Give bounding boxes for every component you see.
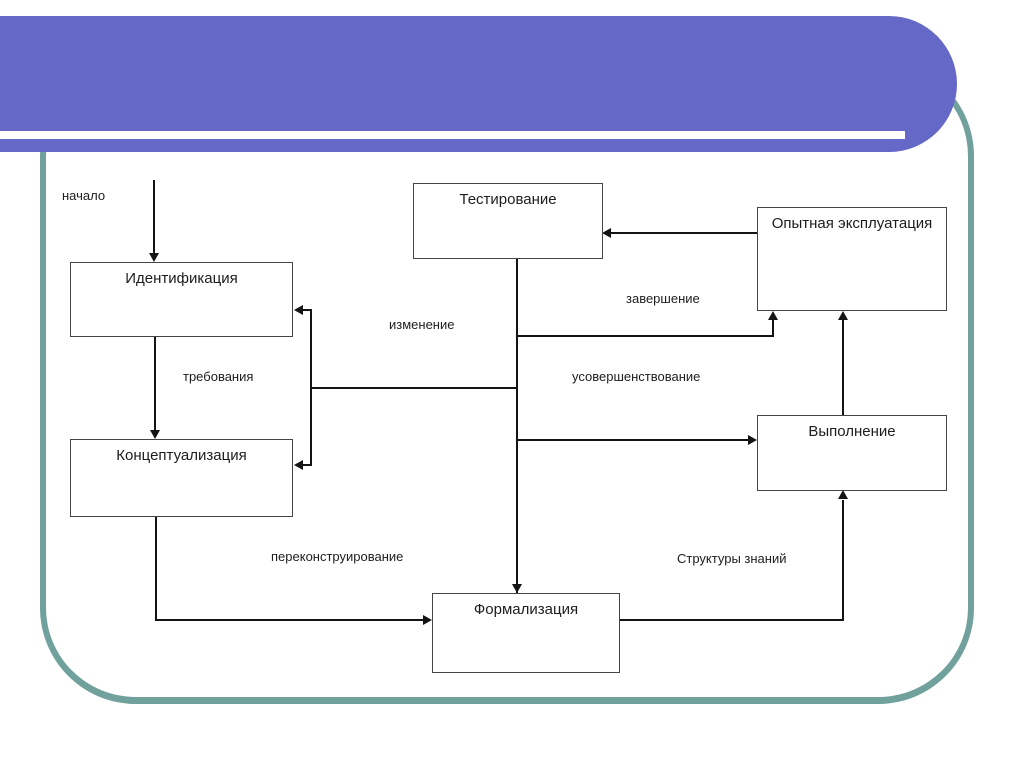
- edge-improvement-line: [516, 439, 749, 441]
- edge-knowledge-structures-arrowhead: [838, 490, 848, 499]
- header-band: [0, 16, 957, 152]
- label-requirements: требования: [183, 369, 254, 384]
- edge-center-vertical: [516, 259, 518, 593]
- label-start: начало: [62, 188, 106, 203]
- edge-completion-line: [516, 335, 773, 337]
- edge-feedback-top-stub: [302, 309, 312, 311]
- edge-redesign-arrowhead: [423, 615, 432, 625]
- node-formalization: Формализация: [432, 593, 620, 673]
- node-identification: Идентификация: [70, 262, 293, 337]
- edge-trial-to-testing-line: [611, 232, 757, 234]
- edge-execution-to-trial-line: [842, 320, 844, 415]
- label-improvement: усовершенствование: [572, 369, 701, 384]
- label-change: изменение: [389, 317, 455, 332]
- edge-knowledge-structures-vertical: [842, 500, 844, 620]
- label-knowledge-structures: Структуры знаний: [677, 551, 787, 566]
- edge-execution-to-trial-arrowhead: [838, 311, 848, 320]
- node-conceptualization: Концептуализация: [70, 439, 293, 517]
- edge-completion-arrowhead: [768, 311, 778, 320]
- edge-start-arrowhead: [149, 253, 159, 262]
- edge-redesign-line: [155, 619, 424, 621]
- edge-feedback-bottom-stub: [302, 464, 312, 466]
- edge-knowledge-structures-line: [620, 619, 844, 621]
- edge-change-line: [311, 387, 517, 389]
- edge-feedback-top-arrowhead: [294, 305, 303, 315]
- edge-formalization-arrowhead: [512, 584, 522, 593]
- label-redesign: переконструирование: [271, 549, 404, 564]
- edge-trial-to-testing-arrowhead: [602, 228, 611, 238]
- node-execution: Выполнение: [757, 415, 947, 491]
- edge-redesign-vertical: [155, 517, 157, 621]
- edge-start-line: [153, 180, 155, 256]
- header-divider-line: [0, 131, 905, 139]
- edge-improvement-arrowhead: [748, 435, 757, 445]
- edge-requirements-arrowhead: [150, 430, 160, 439]
- node-testing: Тестирование: [413, 183, 603, 259]
- node-trial-operation: Опытная эксплуатация: [757, 207, 947, 311]
- edge-feedback-bottom-arrowhead: [294, 460, 303, 470]
- label-completion: завершение: [626, 291, 700, 306]
- edge-requirements-line: [154, 337, 156, 433]
- edge-completion-vertical: [772, 318, 774, 337]
